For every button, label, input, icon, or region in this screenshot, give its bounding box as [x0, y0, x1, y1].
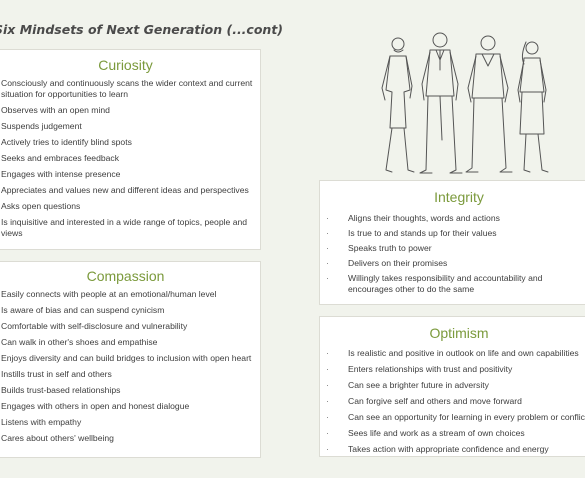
list-item: Takes action with appropriate confidence…: [326, 444, 585, 455]
list-item: Seeks and embraces feedback: [1, 153, 119, 163]
list-item: Consciously and continuously scans the w…: [1, 78, 253, 99]
page-title: Six Mindsets of Next Generation (...cont…: [0, 22, 284, 37]
integrity-list: Aligns their thoughts, words and actions…: [320, 209, 585, 295]
curiosity-heading: Curiosity: [98, 57, 153, 73]
list-item: Willingly takes responsibility and accou…: [326, 273, 580, 295]
list-item: Is true to and stands up for their value…: [326, 228, 585, 239]
list-item: Delivers on their promises: [326, 258, 585, 269]
walking-people-illustration: [381, 32, 549, 174]
optimism-card: Optimism Is realistic and positive in ou…: [319, 316, 585, 457]
list-item: Is inquisitive and interested in a wide …: [1, 217, 248, 238]
list-item: Appreciates and values new and different…: [1, 185, 249, 195]
list-item: Listens with empathy: [1, 417, 82, 427]
compassion-heading: Compassion: [86, 268, 165, 284]
compassion-card: Compassion Easily connects with people a…: [0, 261, 261, 458]
curiosity-card: Curiosity Consciously and continuously s…: [0, 49, 261, 250]
list-item: Builds trust-based relationships: [1, 385, 121, 395]
list-item: Is realistic and positive in outlook on …: [326, 348, 585, 359]
person-figure: [381, 37, 415, 173]
list-item: Actively tries to identify blind spots: [1, 137, 132, 147]
person-figure: [419, 32, 463, 174]
integrity-card: Integrity Aligns their thoughts, words a…: [319, 180, 585, 305]
list-item: Suspends judgement: [1, 121, 82, 131]
list-item: Easily connects with people at an emotio…: [1, 289, 217, 299]
list-item: Comfortable with self-disclosure and vul…: [1, 321, 188, 331]
optimism-list: Is realistic and positive in outlook on …: [320, 345, 585, 455]
list-item: Enjoys diversity and can build bridges t…: [1, 353, 252, 363]
list-item: Can walk in other's shoes and empathise: [1, 337, 158, 347]
curiosity-list: Consciously and continuously scans the w…: [0, 77, 260, 239]
list-item: Can see a brighter future in adversity: [326, 380, 585, 391]
list-item: Can forgive self and others and move for…: [326, 396, 585, 407]
list-item: Sees life and work as a stream of own ch…: [326, 428, 585, 439]
list-item: Observes with an open mind: [1, 105, 110, 115]
list-item: Aligns their thoughts, words and actions: [326, 213, 585, 224]
integrity-heading: Integrity: [434, 189, 484, 205]
person-figure: [465, 35, 513, 173]
list-item: Instills trust in self and others: [1, 369, 112, 379]
person-figure: [517, 41, 549, 173]
optimism-heading: Optimism: [429, 325, 489, 341]
list-item: Enters relationships with trust and posi…: [326, 364, 585, 375]
list-item: Engages with intense presence: [1, 169, 121, 179]
list-item: Asks open questions: [1, 201, 81, 211]
list-item: Speaks truth to power: [326, 243, 585, 254]
list-item: Is aware of bias and can suspend cynicis…: [1, 305, 165, 315]
list-item: Cares about others' wellbeing: [1, 433, 114, 443]
list-item: Engages with others in open and honest d…: [1, 401, 190, 411]
compassion-list: Easily connects with people at an emotio…: [0, 288, 260, 444]
list-item: Can see an opportunity for learning in e…: [326, 412, 585, 423]
